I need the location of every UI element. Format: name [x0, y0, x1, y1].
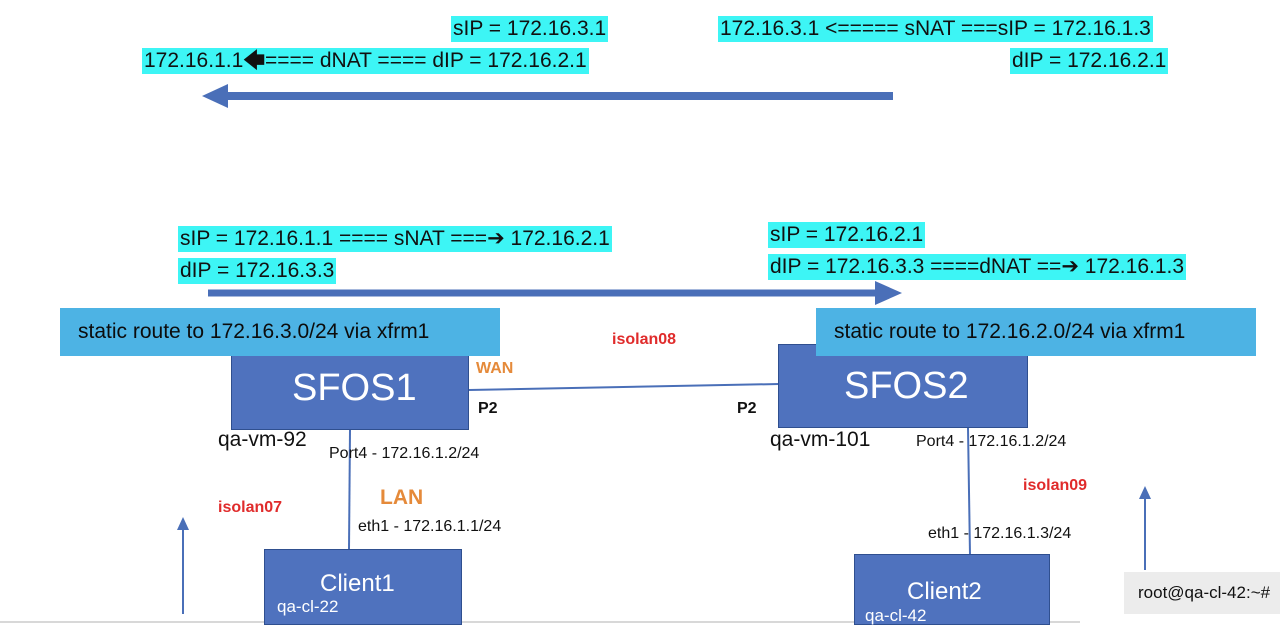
network-isolan08: isolan08 [612, 331, 677, 348]
client1-label: Client1 [320, 570, 395, 597]
forward-flow-arrow [208, 281, 902, 305]
static-route-left: static route to 172.16.3.0/24 via xfrm1 [60, 308, 500, 356]
sfos2-host: qa-vm-101 [770, 428, 871, 451]
right-arrow-icon: ➔ [487, 227, 505, 250]
network-isolan07: isolan07 [218, 499, 283, 516]
return-flow-arrow [202, 84, 893, 108]
forward-flow-right-line2: dIP = 172.16.3.3 ====dNAT ==➔ 172.16.1.3 [768, 254, 1187, 280]
client2-node[interactable]: Client2 qa-cl-42 [854, 554, 1050, 625]
return-flow-right-line2: dIP = 172.16.2.1 [1010, 48, 1169, 74]
return-flow-left-line2-ip: 172.16.1.1 [144, 49, 244, 72]
client2-label: Client2 [907, 578, 982, 605]
sfos1-p2-label: P2 [478, 400, 498, 417]
sfos1-host: qa-vm-92 [218, 428, 307, 451]
return-flow-left-line2-rest: ==== dNAT ==== dIP = 172.16.2.1 [264, 49, 587, 72]
client1-eth1: eth1 - 172.16.1.1/24 [358, 518, 502, 535]
sfos2-p2-label: P2 [737, 400, 757, 417]
forward-flow-right-line1-text: sIP = 172.16.2.1 [770, 223, 924, 246]
forward-flow-right-line2-text: dIP = 172.16.3.3 ====dNAT == [770, 255, 1062, 278]
return-flow-right-line1: 172.16.3.1 <===== sNAT ===sIP = 172.16.1… [718, 16, 1153, 42]
wan-link-line [468, 383, 780, 391]
network-isolan09: isolan09 [1023, 477, 1088, 494]
client1-lan-label: LAN [380, 486, 424, 509]
forward-flow-right-line1: sIP = 172.16.2.1 [768, 222, 926, 248]
lan-link-right [967, 427, 971, 556]
lan-link-left [348, 429, 351, 550]
forward-flow-left-line2: dIP = 172.16.3.3 [178, 258, 337, 284]
right-arrow-icon: ➔ [1061, 255, 1079, 278]
terminal-prompt: root@qa-cl-42:~# [1138, 583, 1271, 602]
sfos2-node[interactable]: SFOS2 [778, 344, 1028, 428]
forward-flow-right-line2-dest: 172.16.1.3 [1078, 255, 1185, 278]
forward-flow-left-line1-text: sIP = 172.16.1.1 ==== sNAT === [180, 227, 488, 250]
client2-host: qa-cl-42 [865, 606, 927, 625]
client1-host: qa-cl-22 [277, 597, 339, 616]
up-arrow-right [1139, 486, 1151, 570]
sfos1-wan-label: WAN [476, 360, 514, 377]
terminal-prompt-panel[interactable]: root@qa-cl-42:~# [1124, 572, 1280, 614]
sfos2-port4: Port4 - 172.16.1.2/24 [916, 433, 1067, 450]
up-arrow-left [177, 517, 189, 614]
static-route-right: static route to 172.16.2.0/24 via xfrm1 [816, 308, 1256, 356]
left-arrow-icon: 🡄 [243, 49, 265, 72]
sfos2-label: SFOS2 [844, 365, 969, 407]
static-route-left-text: static route to 172.16.3.0/24 via xfrm1 [78, 320, 430, 343]
forward-flow-left-line1-dest: 172.16.2.1 [504, 227, 610, 250]
return-flow-left-line1-text: sIP = 172.16.3.1 [453, 17, 607, 40]
sfos1-node[interactable]: SFOS1 [231, 346, 469, 430]
forward-flow-left-line1: sIP = 172.16.1.1 ==== sNAT ===➔ 172.16.2… [178, 226, 612, 252]
client1-node[interactable]: Client1 qa-cl-22 [264, 549, 462, 625]
return-flow-right-line1-text: 172.16.3.1 <===== sNAT ===sIP = 172.16.1… [720, 17, 1151, 40]
return-flow-left-line1: sIP = 172.16.3.1 [451, 16, 609, 42]
client2-eth1: eth1 - 172.16.1.3/24 [928, 525, 1072, 542]
forward-flow-left-line2-text: dIP = 172.16.3.3 [180, 259, 335, 282]
return-flow-right-line2-text: dIP = 172.16.2.1 [1012, 49, 1167, 72]
sfos1-port4: Port4 - 172.16.1.2/24 [329, 445, 480, 462]
sfos1-label: SFOS1 [292, 367, 417, 409]
static-route-right-text: static route to 172.16.2.0/24 via xfrm1 [834, 320, 1186, 343]
return-flow-left-line2: 172.16.1.1🡄==== dNAT ==== dIP = 172.16.2… [142, 48, 589, 74]
